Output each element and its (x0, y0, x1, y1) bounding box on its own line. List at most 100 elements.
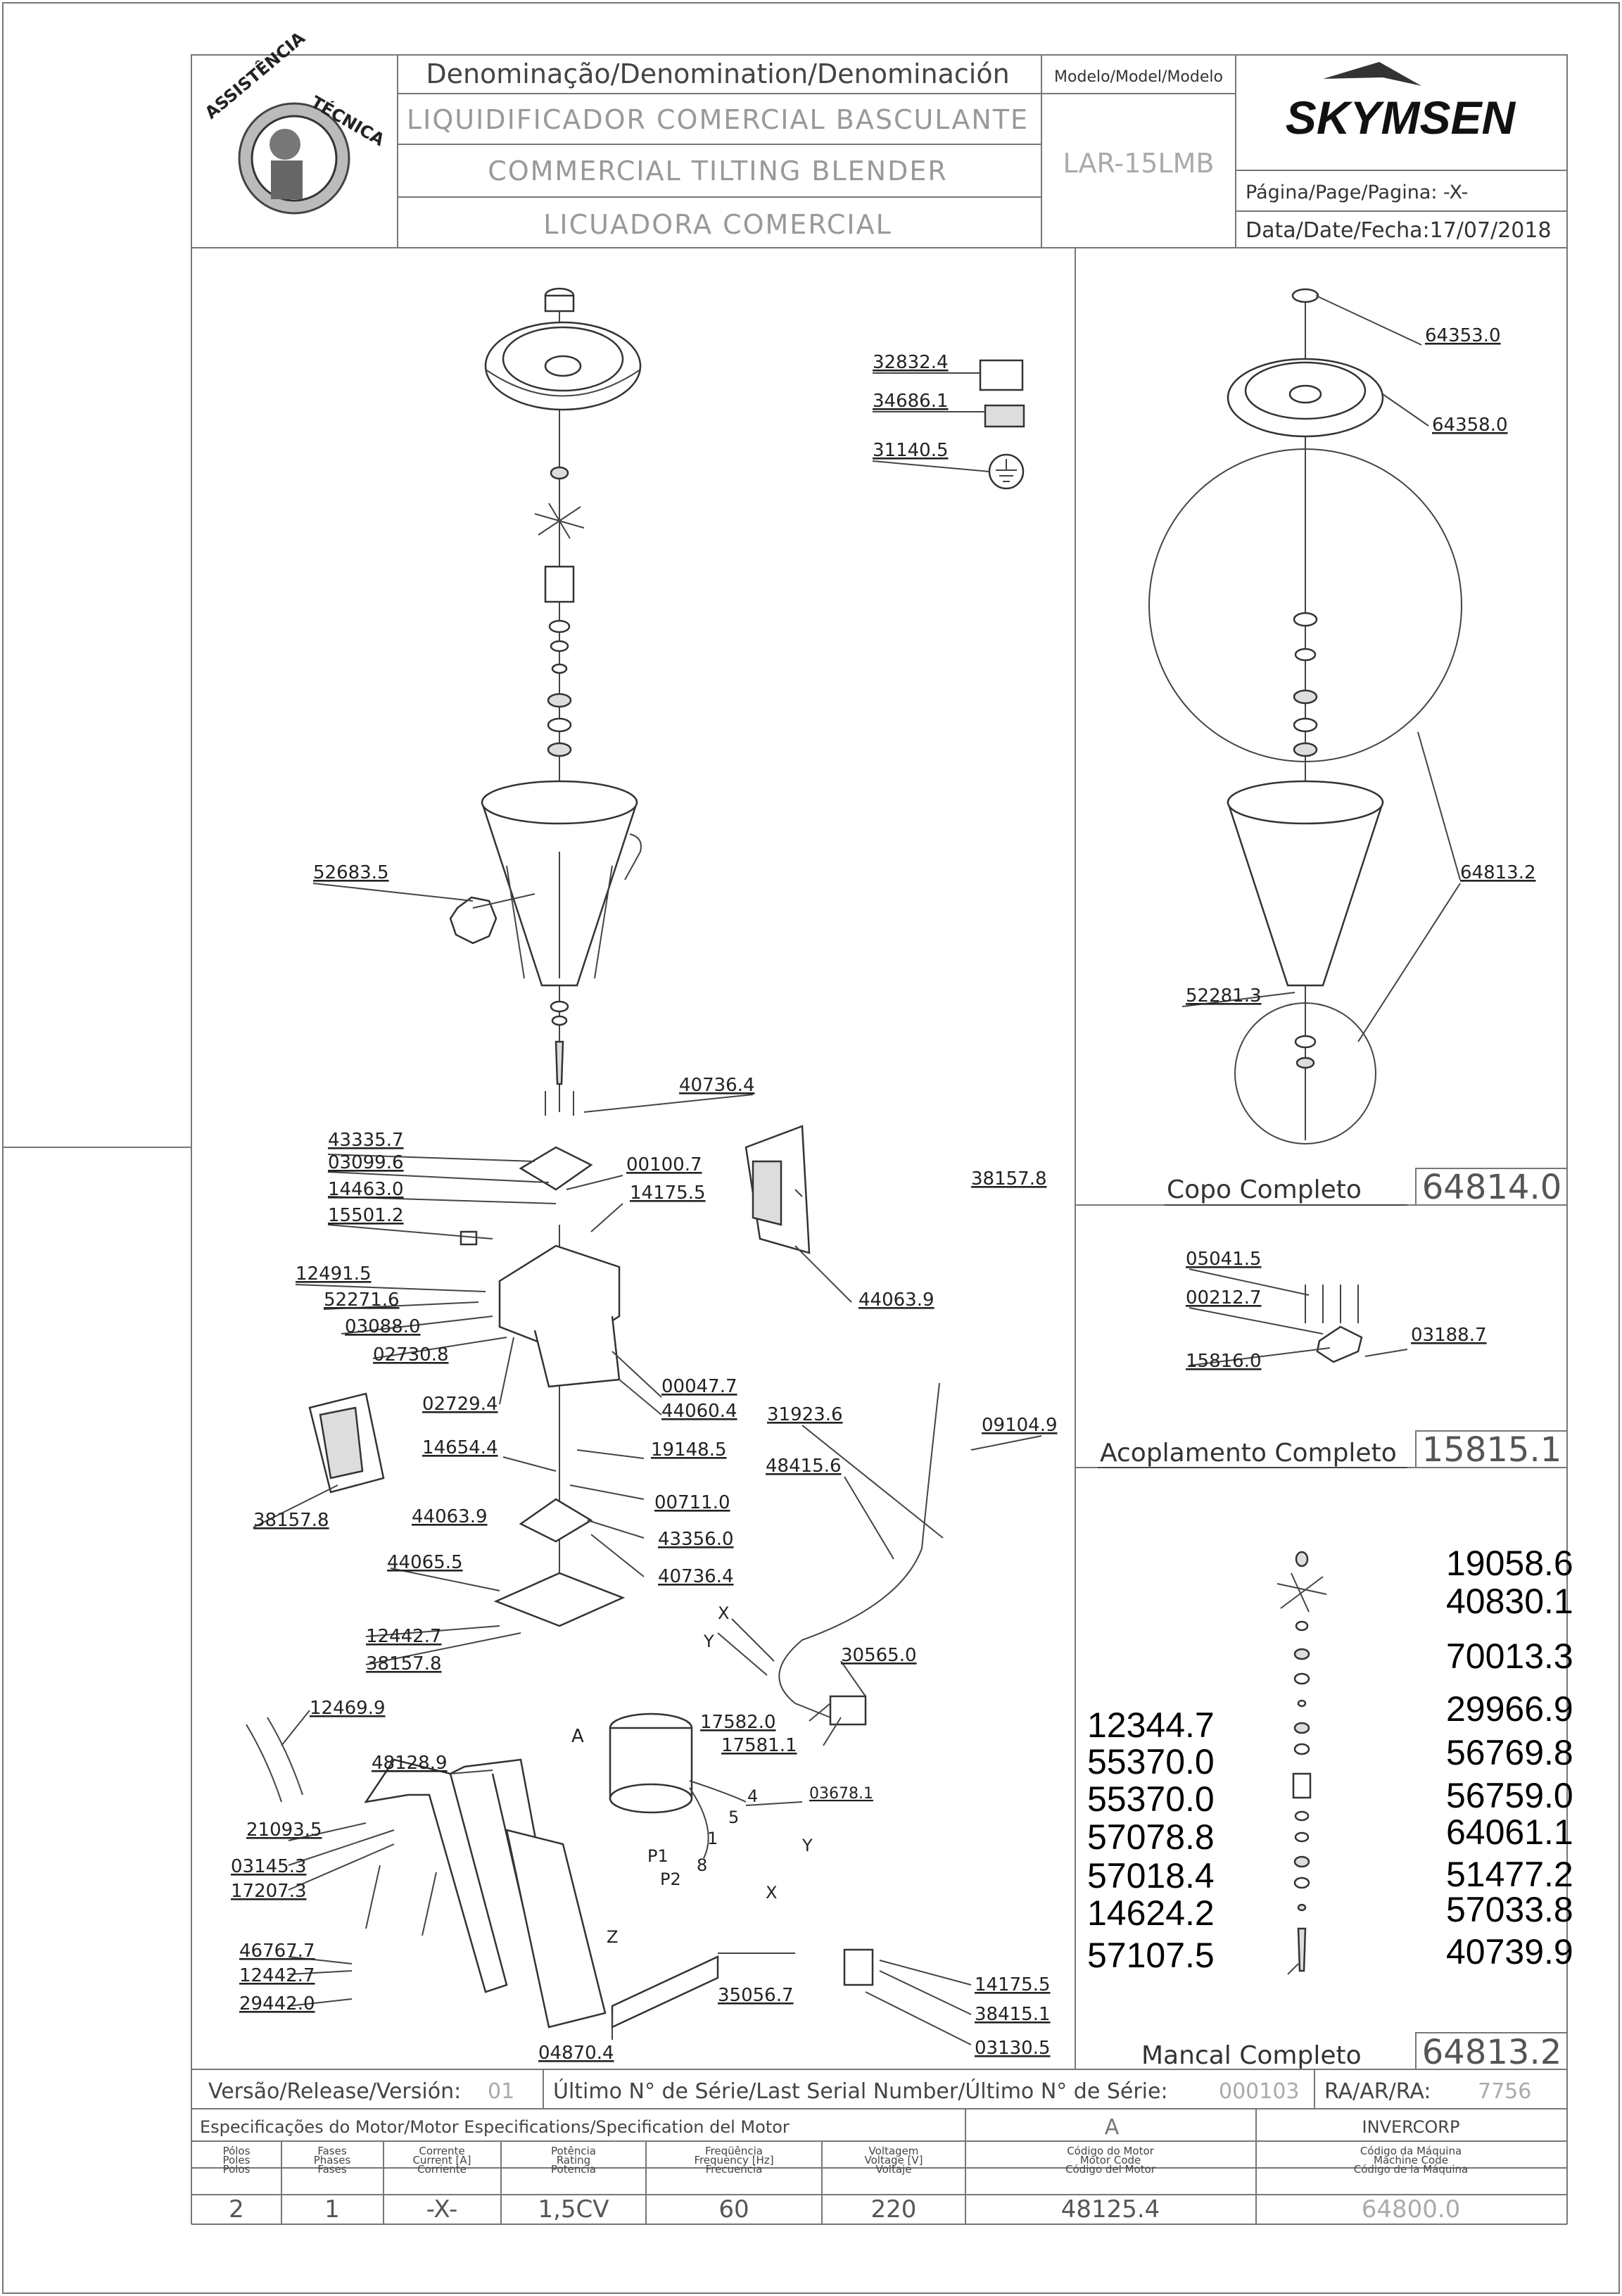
label-00711-0: 00711.0 (654, 1492, 730, 1513)
footer-header-fases: Phases (314, 2154, 351, 2166)
mancal-right-code: 19058.6 (1446, 1544, 1573, 1583)
label-12442-7-a: 12442.7 (366, 1626, 442, 1647)
side-cover-right (745, 1125, 811, 1254)
label-14654-4: 14654.4 (422, 1437, 498, 1458)
mancal-stack-part (1276, 1551, 1327, 1975)
label-40736-4-b: 40736.4 (658, 1566, 734, 1587)
manufacturer: INVERCORP (1362, 2117, 1460, 2137)
val-fases: 1 (324, 2195, 340, 2224)
mancal-code: 64813.2 (1422, 2033, 1562, 2072)
label-44063-9-a: 44063.9 (858, 1289, 934, 1311)
footer-table: Versão/Release/Versión: 01 Último N° de … (191, 2069, 1568, 2225)
cable-harness (778, 1382, 940, 1718)
lid-part (484, 287, 642, 411)
warning-label-icon (984, 404, 1025, 428)
motor-letter: A (1105, 2115, 1120, 2140)
mancal-right-code: 29966.9 (1446, 1689, 1573, 1729)
brand-name: SKYMSEN (1286, 92, 1516, 144)
footer-header-motor_code: Código do Motor (1067, 2145, 1154, 2157)
label-15501-2: 15501.2 (328, 1205, 404, 1226)
wire-marker-y2: Y (802, 1836, 813, 1855)
footer-header-polos: Pólos (223, 2145, 251, 2157)
label-48128-9: 48128.9 (372, 1753, 448, 1774)
blade-part (534, 466, 585, 539)
label-12469-9: 12469.9 (310, 1698, 386, 1719)
label-38157-8-b: 38157.8 (253, 1510, 329, 1531)
part-labels: 32832.4 34686.1 31140.5 52683.5 40736.4 … (231, 352, 1058, 2064)
mancal-right-code: 40739.9 (1446, 1932, 1573, 1972)
footer-header-freq: Frequency [Hz] (694, 2154, 773, 2166)
label-44065-5: 44065.5 (387, 1552, 463, 1573)
copo-completo-section: 64353.0 64358.0 64813.2 52281.3 Copo Com… (1148, 288, 1568, 1207)
label-14175-5-b: 14175.5 (975, 1974, 1051, 1995)
val-motor-code: 48125.4 (1061, 2195, 1160, 2224)
label-00100-7: 00100.7 (626, 1154, 702, 1175)
mancal-right-code: 70013.3 (1446, 1636, 1573, 1676)
label-02729-4: 02729.4 (422, 1394, 498, 1415)
ground-symbol-icon (988, 453, 1025, 490)
footer-header-corrente: Corriente (417, 2163, 467, 2176)
label-03188-7: 03188.7 (1411, 1325, 1487, 1346)
acoplamento-title: Acoplamento Completo (1100, 1439, 1397, 1468)
footer-header-voltagem: Voltage [V] (865, 2154, 923, 2166)
wire-markers: A X Y 4 5 Y 1 P1 P2 8 X Z (571, 1603, 813, 1947)
version-label: Versão/Release/Versión: (208, 2079, 461, 2104)
label-38157-8-a: 38157.8 (971, 1168, 1047, 1190)
connector-part (829, 1695, 867, 1726)
copo-code: 64814.0 (1422, 1168, 1562, 1207)
label-34686-1: 34686.1 (873, 391, 949, 412)
footer-header-freq: Freqüência (705, 2145, 763, 2157)
footer-header-fases: Fases (317, 2163, 346, 2176)
label-52683-5: 52683.5 (313, 862, 389, 883)
footer-header-machine_code: Código da Máquina (1360, 2145, 1462, 2157)
label-48415-6: 48415.6 (766, 1456, 842, 1477)
footer-header-corrente: Current [A] (412, 2154, 471, 2166)
label-52271-6: 52271.6 (324, 1289, 400, 1311)
mancal-left-codes: 12344.755370.055370.057078.857018.414624… (1087, 1705, 1215, 1975)
acoplamento-section: 05041.5 00212.7 15816.0 03188.7 Acoplame… (1098, 1249, 1568, 1470)
title-block: ASSISTÊNCIA TÉCNICA Denominação/Denomina… (191, 27, 1567, 248)
label-14463-0: 14463.0 (328, 1179, 404, 1200)
skymsen-logo: SKYMSEN (1286, 62, 1516, 144)
model-title: Modelo/Model/Modelo (1054, 68, 1223, 86)
label-43335-7: 43335.7 (328, 1130, 404, 1151)
label-03678-1: 03678.1 (809, 1785, 873, 1803)
mancal-right-code: 56759.0 (1446, 1776, 1573, 1815)
mancal-right-code: 51477.2 (1446, 1855, 1573, 1894)
mancal-section: 12344.755370.055370.057078.857018.414624… (1087, 1544, 1573, 2072)
name-en: COMMERCIAL TILTING BLENDER (488, 156, 948, 187)
label-03145-3: 03145.3 (231, 1856, 307, 1877)
label-03130-5: 03130.5 (975, 2038, 1051, 2059)
top-plate-part (519, 1146, 593, 1191)
footer-header-polos: Poles (223, 2154, 251, 2166)
footer-header-potencia: Potencia (551, 2163, 596, 2176)
label-12491-5: 12491.5 (296, 1263, 372, 1285)
footer-column-headers: PólosPolesPolosFasesPhasesFasesCorrenteC… (223, 2145, 1469, 2176)
mancal-left-code: 57107.5 (1087, 1936, 1215, 1975)
mancal-right-code: 57033.8 (1446, 1890, 1573, 1929)
label-03099-6: 03099.6 (328, 1152, 404, 1173)
label-09104-9: 09104.9 (982, 1415, 1058, 1436)
label-44063-9-b: 44063.9 (412, 1506, 488, 1527)
main-exploded-view: 32832.4 34686.1 31140.5 52683.5 40736.4 … (231, 287, 1058, 2064)
stand-frame (364, 1758, 607, 2029)
wire-marker-a: A (571, 1726, 584, 1747)
label-00047-7: 00047.7 (661, 1376, 737, 1397)
wire-marker-p1: P1 (647, 1846, 669, 1866)
label-64353-0: 64353.0 (1425, 325, 1501, 346)
wire-marker-x2: X (766, 1883, 777, 1903)
label-02730-8: 02730.8 (373, 1344, 449, 1365)
footer-header-machine_code: Código de la Máquina (1354, 2163, 1468, 2176)
model-value: LAR-15LMB (1063, 148, 1215, 179)
footer-header-potencia: Potência (551, 2145, 596, 2157)
ra-value: 7756 (1478, 2079, 1531, 2104)
label-21093-5: 21093.5 (246, 1819, 322, 1841)
footer-header-freq: Frecuencia (706, 2163, 763, 2176)
label-52281-3: 52281.3 (1186, 985, 1262, 1007)
wire-marker-5: 5 (728, 1808, 739, 1827)
side-cover-left (308, 1392, 385, 1494)
mancal-left-code: 12344.7 (1087, 1705, 1215, 1745)
label-14175-5-a: 14175.5 (630, 1182, 706, 1204)
mancal-left-code: 57018.4 (1087, 1856, 1215, 1896)
footer-header-machine_code: Machine Code (1374, 2154, 1448, 2166)
